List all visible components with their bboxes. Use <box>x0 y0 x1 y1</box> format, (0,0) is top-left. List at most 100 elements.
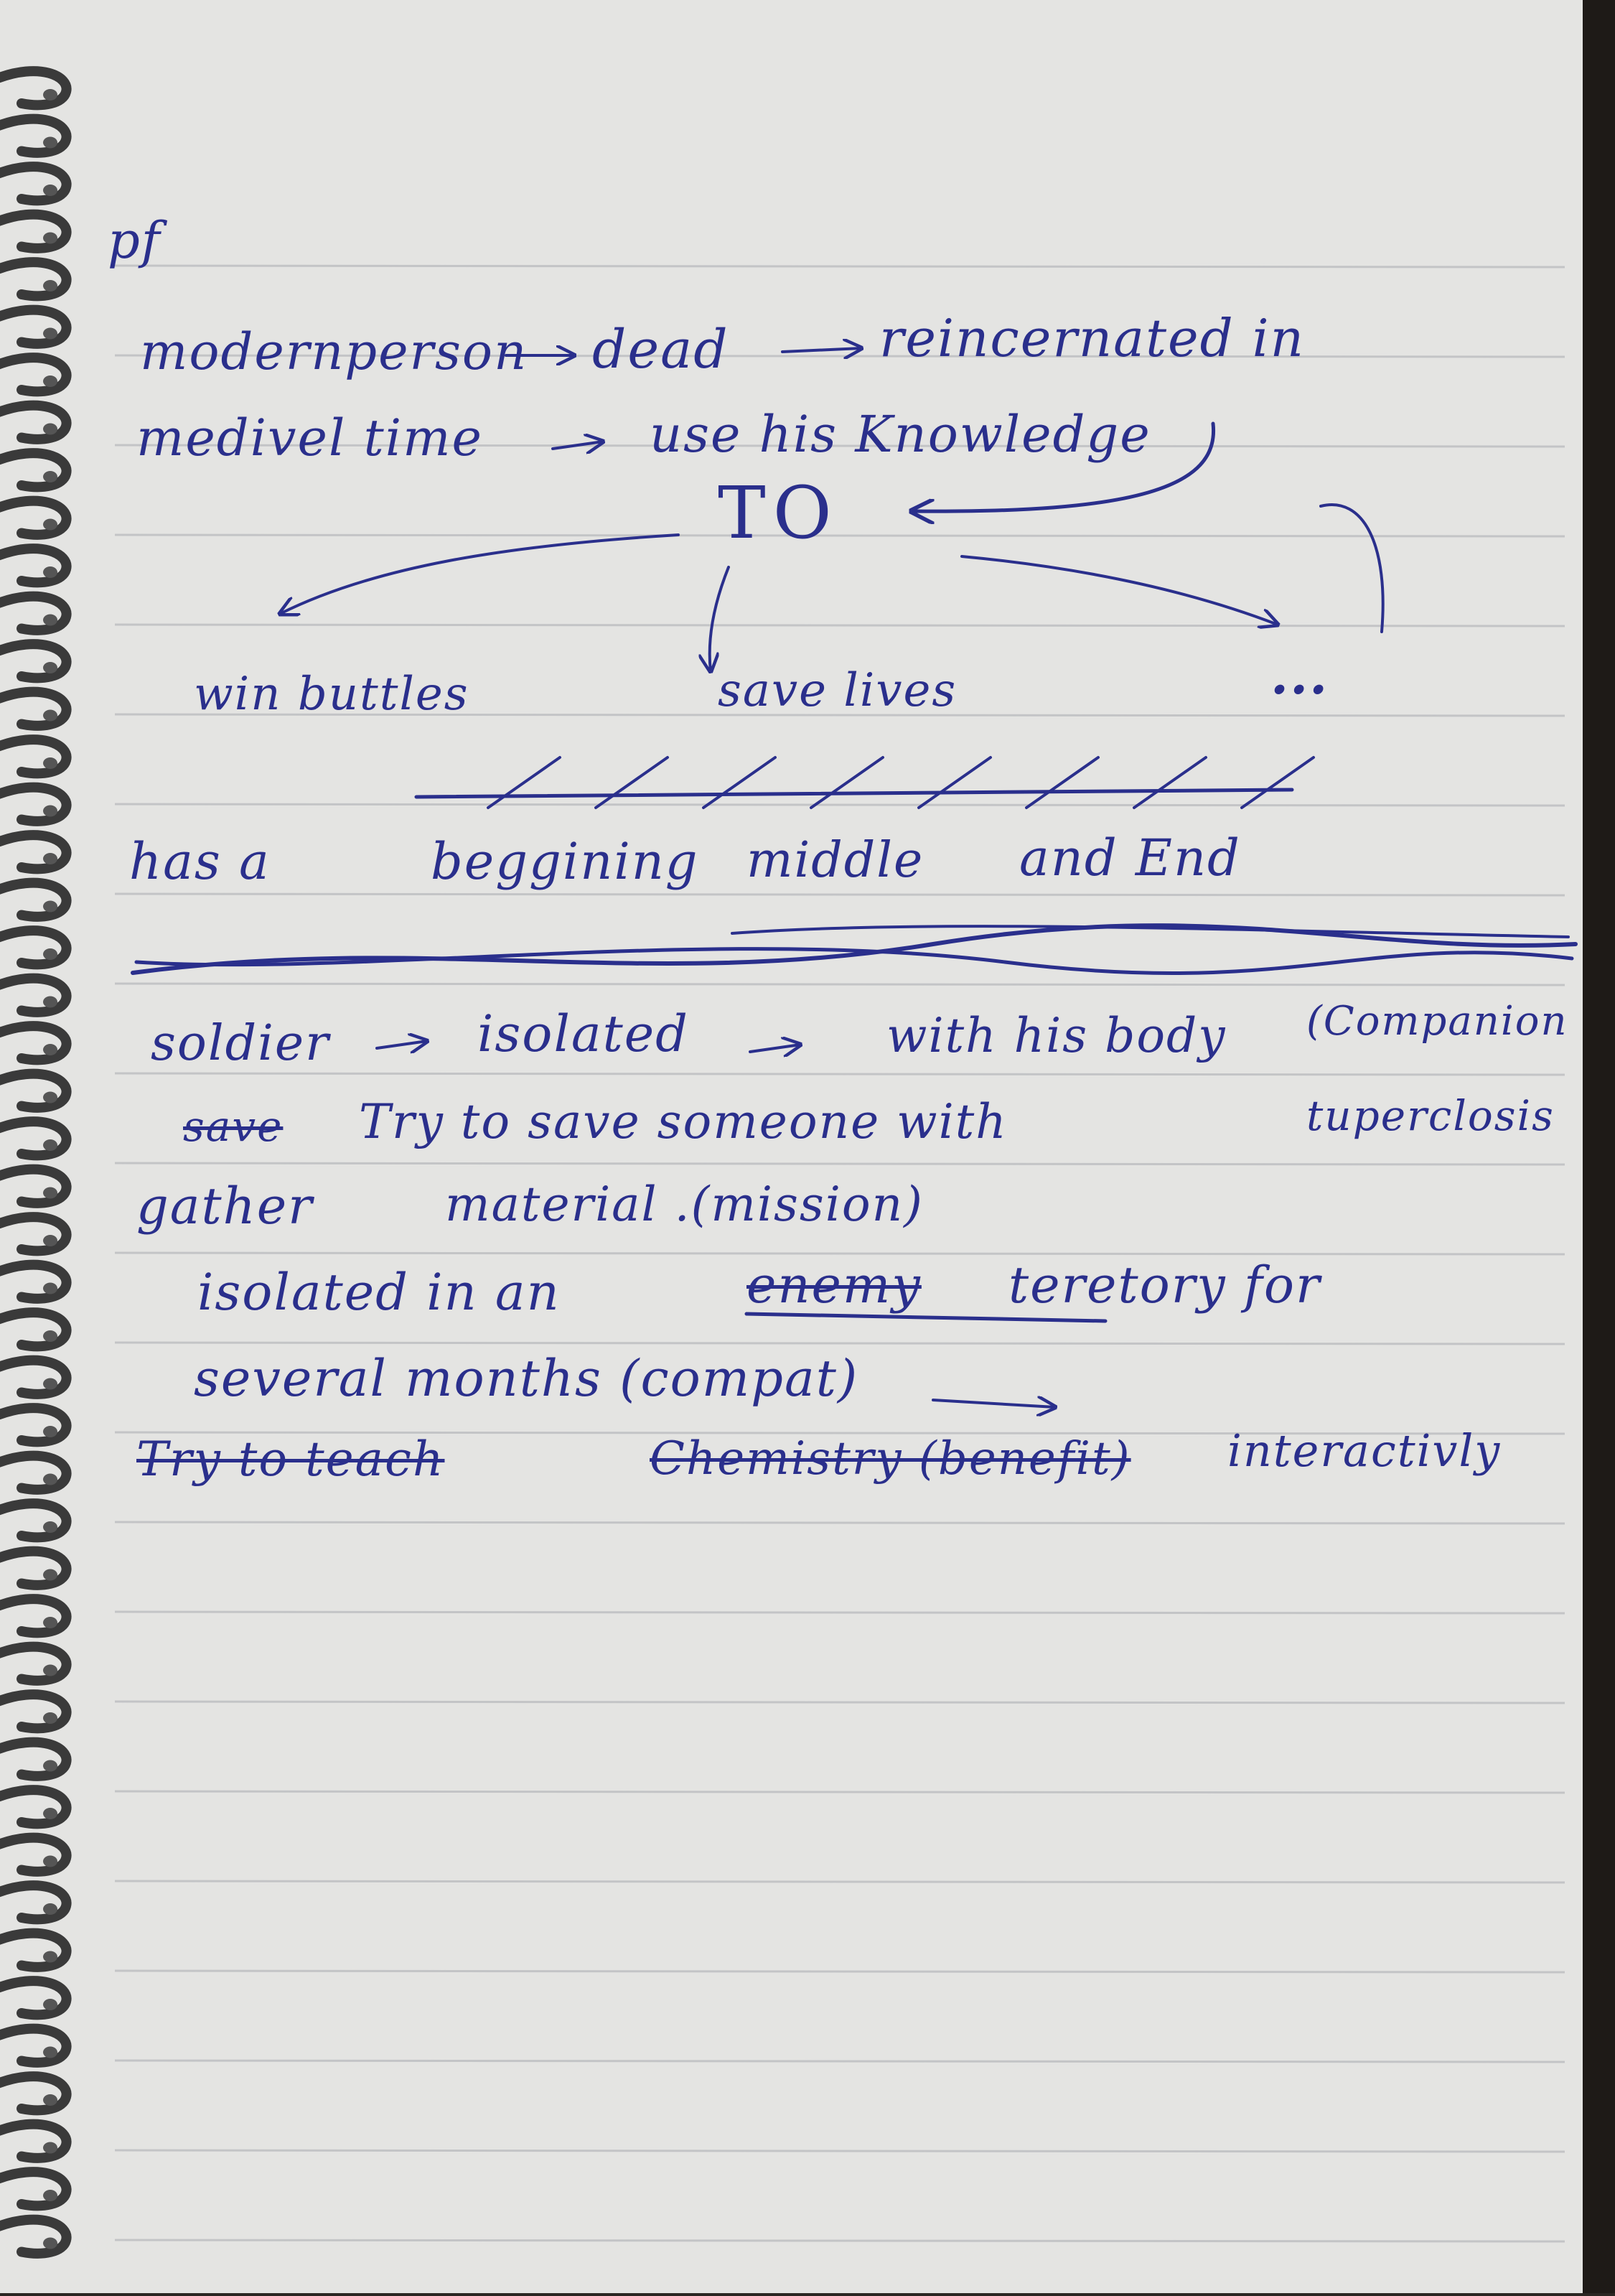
spiral-ring <box>0 495 72 540</box>
ring-hole <box>43 757 57 769</box>
spiral-ring <box>0 2167 72 2211</box>
ring-hole <box>43 2190 57 2201</box>
ring-hole <box>43 662 57 673</box>
ring-hole <box>43 853 57 864</box>
ring-hole <box>43 1569 57 1581</box>
ring-hole <box>43 566 57 578</box>
arrow-to-use-knowledge <box>551 442 603 449</box>
ring-hole <box>43 1521 57 1533</box>
ring-hole <box>43 423 57 435</box>
arrow-to-ellipsis <box>960 555 1278 625</box>
ruled-line <box>114 1431 1565 1435</box>
strike-slash <box>1133 756 1207 809</box>
ring-hole <box>43 2237 57 2249</box>
ring-hole <box>43 1760 57 1772</box>
ring-hole <box>43 518 57 531</box>
spiral-ring <box>0 1355 72 1399</box>
ruled-line <box>114 354 1565 358</box>
spiral-ring <box>0 2214 72 2259</box>
ring-hole <box>43 1903 57 1915</box>
spiral-ring <box>0 1403 72 1447</box>
ring-hole <box>43 185 57 196</box>
arrow-to-save-lives <box>710 566 730 671</box>
ring-hole <box>43 1664 57 1676</box>
note-gather: gather <box>136 1177 314 1236</box>
spiral-ring <box>0 1259 72 1304</box>
ruled-line <box>114 982 1565 986</box>
spiral-ring <box>0 925 72 970</box>
arrow-to-reincarnated <box>781 348 861 352</box>
spiral-ring <box>0 686 72 731</box>
ring-hole <box>43 1235 57 1246</box>
spiral-ring <box>0 448 72 493</box>
ring-hole <box>43 1617 57 1628</box>
spiral-ring <box>0 2119 72 2163</box>
spiral-ring <box>0 1498 72 1543</box>
spiral-ring <box>0 353 72 397</box>
ruled-line <box>114 1521 1565 1525</box>
spiral-ring <box>0 1880 72 1925</box>
note-dead: dead <box>592 319 729 381</box>
spiral-ring <box>0 830 72 874</box>
spiral-ring <box>0 400 72 444</box>
ring-hole <box>43 375 57 387</box>
ruled-line <box>114 264 1565 269</box>
spiral-ring <box>0 1689 72 1734</box>
spiral-ring <box>0 1546 72 1590</box>
note-try-to-save: Try to save someone with <box>359 1094 1008 1149</box>
arrow-to-isolated <box>375 1041 427 1048</box>
ring-hole <box>43 2142 57 2154</box>
ring-hole <box>43 232 57 244</box>
ring-hole <box>43 1951 57 1963</box>
note-try-to-teach-crossed: Try to teach <box>136 1432 445 1487</box>
ring-hole <box>43 327 57 340</box>
ring-hole <box>43 900 57 913</box>
ruled-line <box>114 892 1565 897</box>
note-companion: (Companion <box>1306 998 1568 1045</box>
spiral-binding <box>0 66 72 2259</box>
ring-hole <box>43 948 57 960</box>
note-has-a: has a <box>129 832 271 891</box>
ruled-line <box>114 1790 1565 1794</box>
ring-hole <box>43 136 57 149</box>
ruled-line <box>114 1341 1565 1345</box>
ruled-line <box>114 1162 1565 1166</box>
bracket-right <box>1319 503 1385 633</box>
ring-hole <box>43 1044 57 1055</box>
spiral-ring <box>0 1785 72 1829</box>
spiral-ring <box>0 1450 72 1495</box>
spiral-ring <box>0 543 72 588</box>
spiral-ring <box>0 639 72 683</box>
ring-hole <box>43 280 57 291</box>
ring-hole <box>43 805 57 817</box>
arrow-knowledge-to-to <box>912 421 1216 511</box>
note-reincarnated: reincernated in <box>879 308 1305 368</box>
ruled-line <box>114 623 1565 627</box>
note-save-lives: save lives <box>718 664 958 717</box>
ring-hole <box>43 1330 57 1342</box>
ruled-line <box>114 2149 1565 2153</box>
note-several-months: several months (compat) <box>194 1349 859 1408</box>
desk-edge <box>1583 0 1615 2293</box>
spiral-ring <box>0 1307 72 1352</box>
ruled-lines <box>114 264 1565 2243</box>
ring-hole <box>43 1473 57 1485</box>
ring-hole <box>43 614 57 626</box>
note-isolated: isolated <box>477 1004 689 1063</box>
spiral-ring <box>0 1594 72 1638</box>
strike-slash <box>487 756 561 809</box>
note-middle: middle <box>746 832 924 889</box>
ruled-line <box>114 1610 1565 1615</box>
ruled-line <box>114 803 1565 807</box>
ring-hole <box>43 89 57 101</box>
strike-slash <box>917 756 992 809</box>
ruled-line <box>114 2239 1565 2243</box>
scribble-band-1 <box>131 923 1578 975</box>
note-save-crossed: save <box>183 1102 284 1151</box>
strike-slash <box>594 756 669 809</box>
note-use-knowledge: use his Knowledge <box>650 405 1151 464</box>
arrow-to-win-battles <box>280 533 680 614</box>
note-isolated-in-an: isolated in an <box>197 1263 561 1322</box>
